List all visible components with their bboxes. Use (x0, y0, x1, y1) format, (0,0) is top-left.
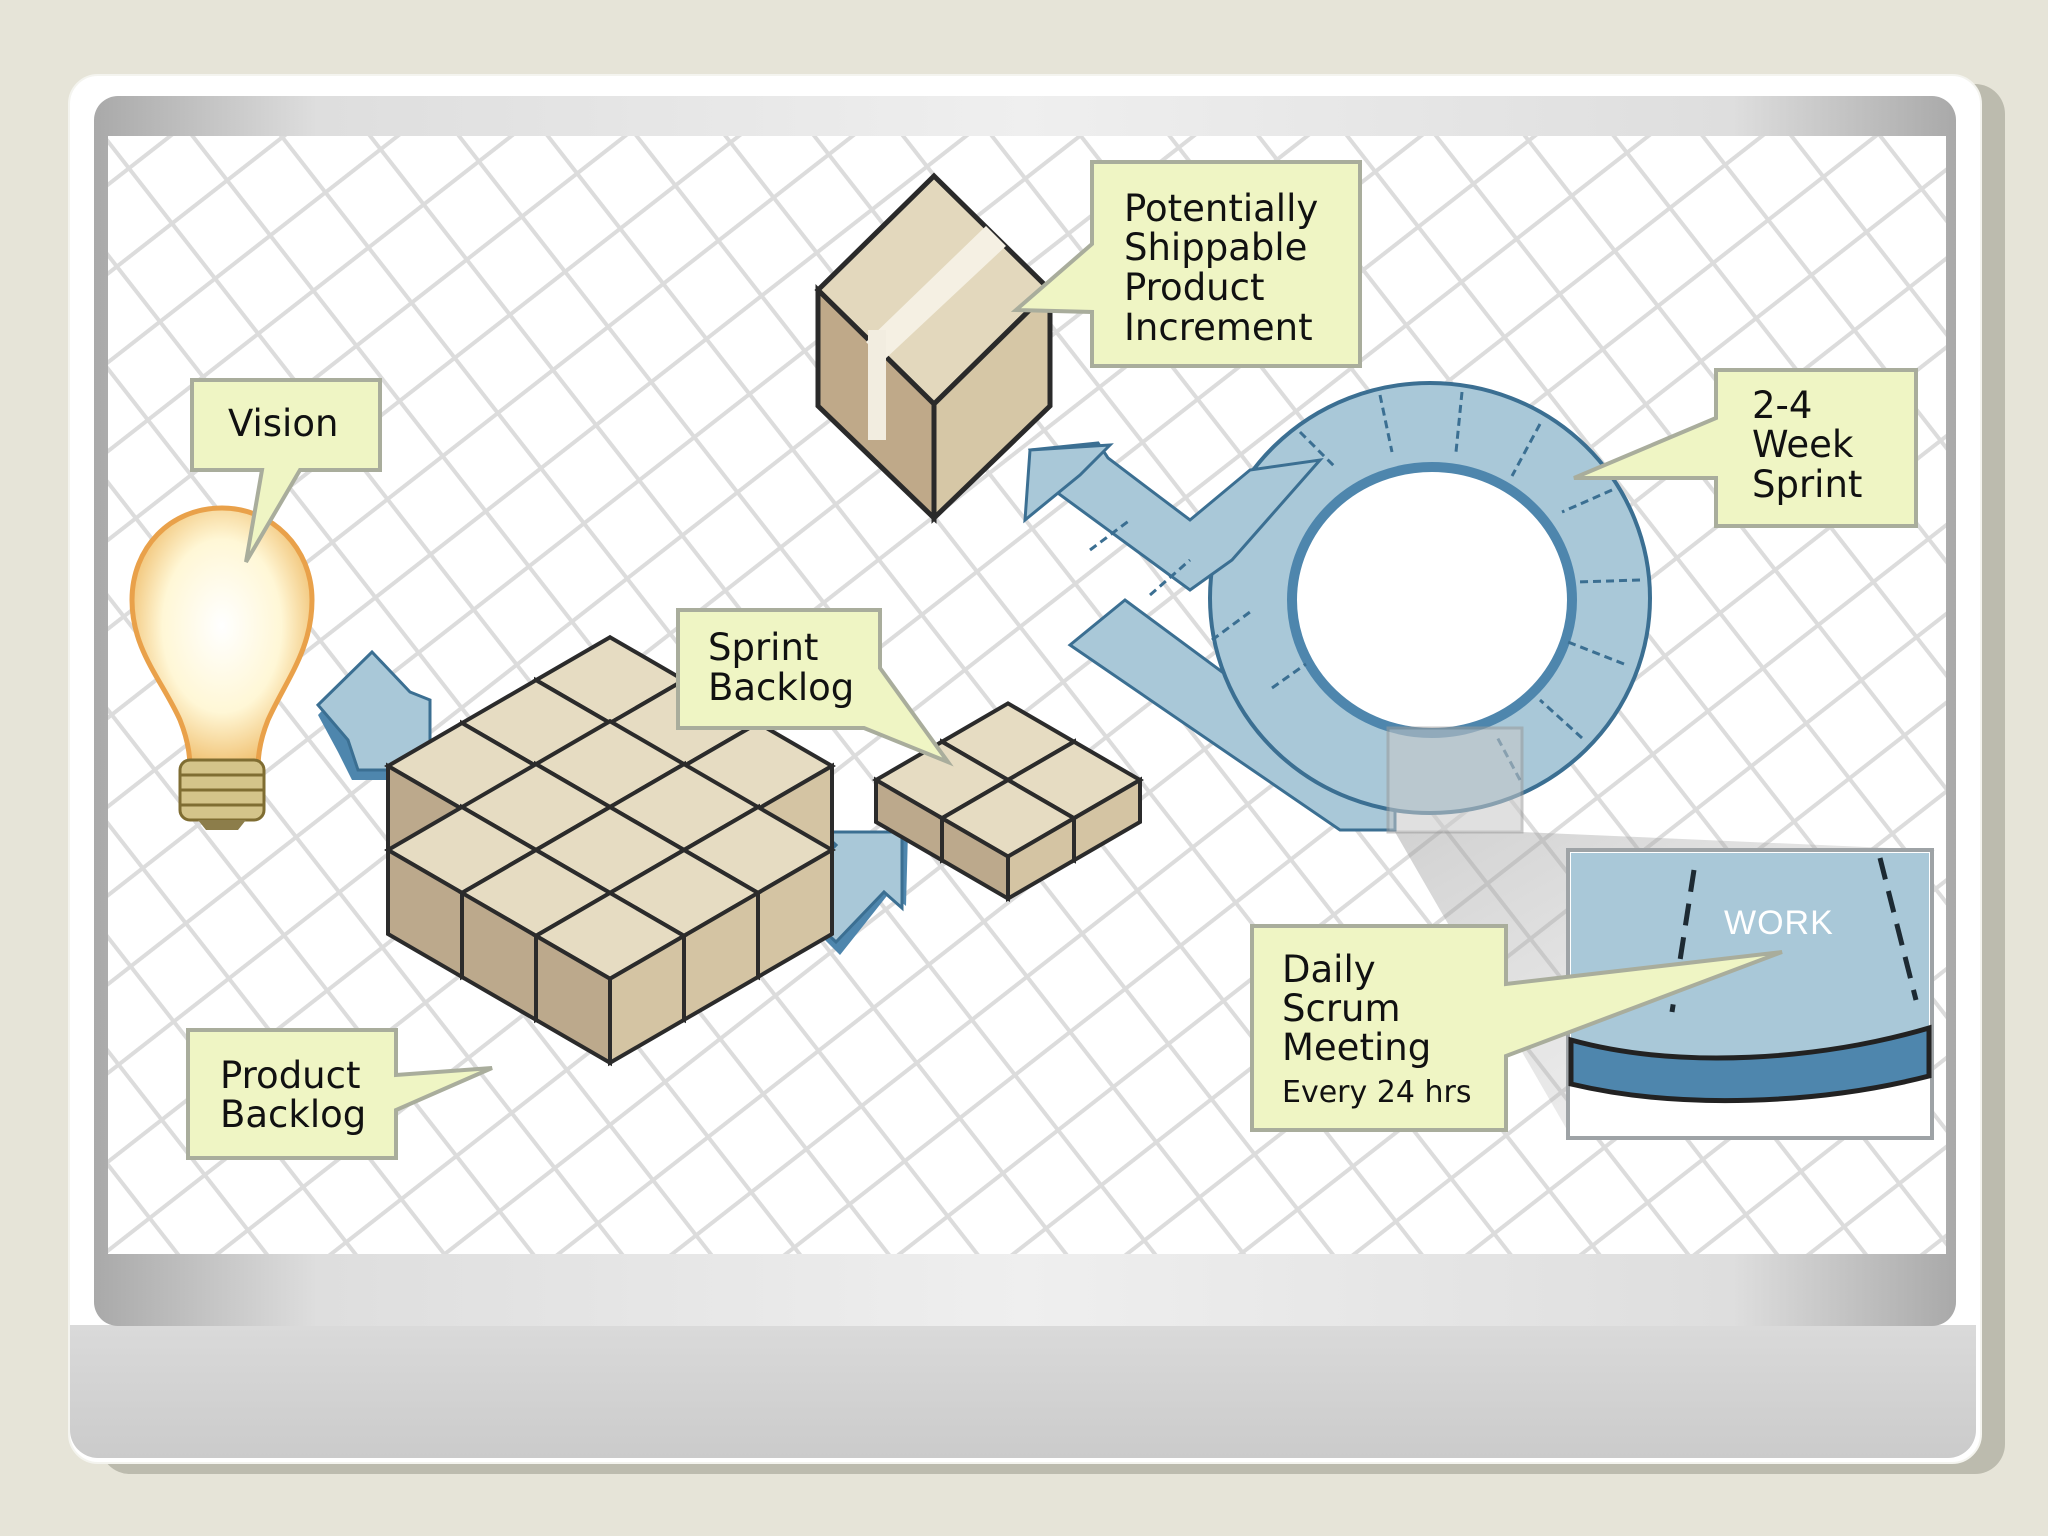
product-backlog-stack (384, 634, 836, 1067)
callout-product-backlog (186, 1028, 493, 1160)
product-backlog-line-2: Backlog (220, 1093, 367, 1136)
slide-footer (70, 1325, 1976, 1458)
sprint-length-line-1: 2-4 (1752, 384, 1813, 427)
sprint-length-line-3: Sprint (1752, 463, 1863, 506)
increment-line-3: Product (1124, 266, 1265, 309)
callout-vision (190, 378, 382, 564)
callout-sprint-backlog (676, 608, 954, 767)
cube (938, 777, 1078, 903)
sprint-backlog-line-1: Sprint (708, 626, 819, 669)
daily-scrum-frequency: Every 24 hrs (1282, 1075, 1472, 1110)
callout-sprint-length (1573, 368, 1918, 528)
increment-line-2: Shippable (1124, 226, 1308, 269)
sprint-loop-icon (1023, 381, 1652, 834)
daily-scrum-line-1: Daily (1282, 948, 1376, 991)
sprint-backlog-stack (872, 701, 1144, 903)
increment-line-4: Increment (1124, 306, 1313, 349)
daily-scrum-line-2: Scrum (1282, 987, 1401, 1030)
callout-daily-scrum (1250, 924, 1783, 1132)
lightbulb-icon (129, 505, 315, 830)
increment-line-1: Potentially (1124, 187, 1319, 230)
work-label: WORK (1724, 904, 1834, 942)
product-backlog-line-1: Product (220, 1054, 361, 1097)
arrow-icon (315, 649, 432, 780)
cube (532, 890, 688, 1067)
sprint-length-line-2: Week (1752, 423, 1854, 466)
callout-increment (1010, 160, 1362, 368)
daily-scrum-line-3: Meeting (1282, 1026, 1432, 1069)
sprint-backlog-line-2: Backlog (708, 666, 855, 709)
vision-label: Vision (228, 402, 339, 445)
